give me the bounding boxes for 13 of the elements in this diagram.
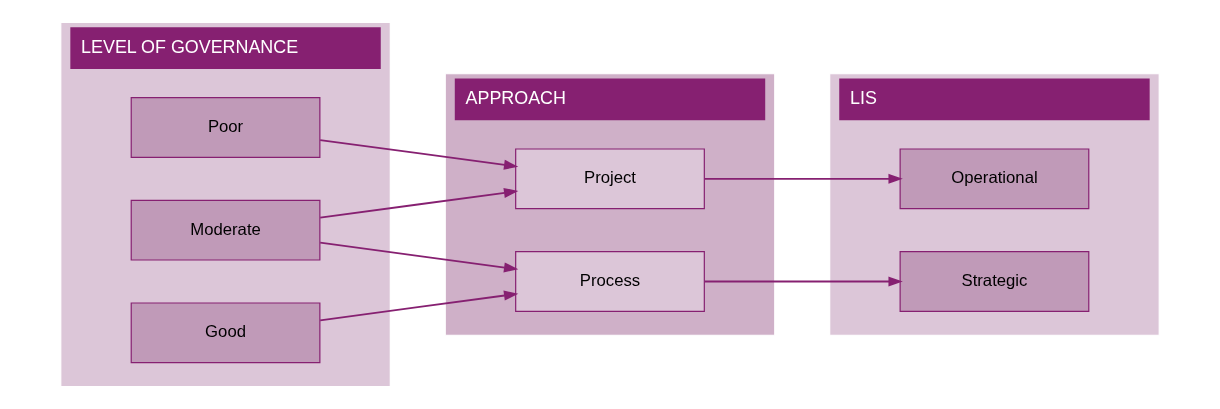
arrow xyxy=(319,139,519,170)
node-box: Process xyxy=(515,251,705,312)
node-box: Poor xyxy=(130,97,321,158)
node-box: Good xyxy=(130,302,321,364)
arrow xyxy=(319,187,519,219)
node-box: Project xyxy=(515,148,705,210)
arrow xyxy=(319,241,519,273)
arrow xyxy=(703,173,903,184)
arrow xyxy=(319,290,519,322)
arrow xyxy=(703,276,903,287)
node-box: Moderate xyxy=(130,199,321,261)
node-box: Strategic xyxy=(899,251,1090,312)
node-box: Operational xyxy=(899,148,1090,210)
